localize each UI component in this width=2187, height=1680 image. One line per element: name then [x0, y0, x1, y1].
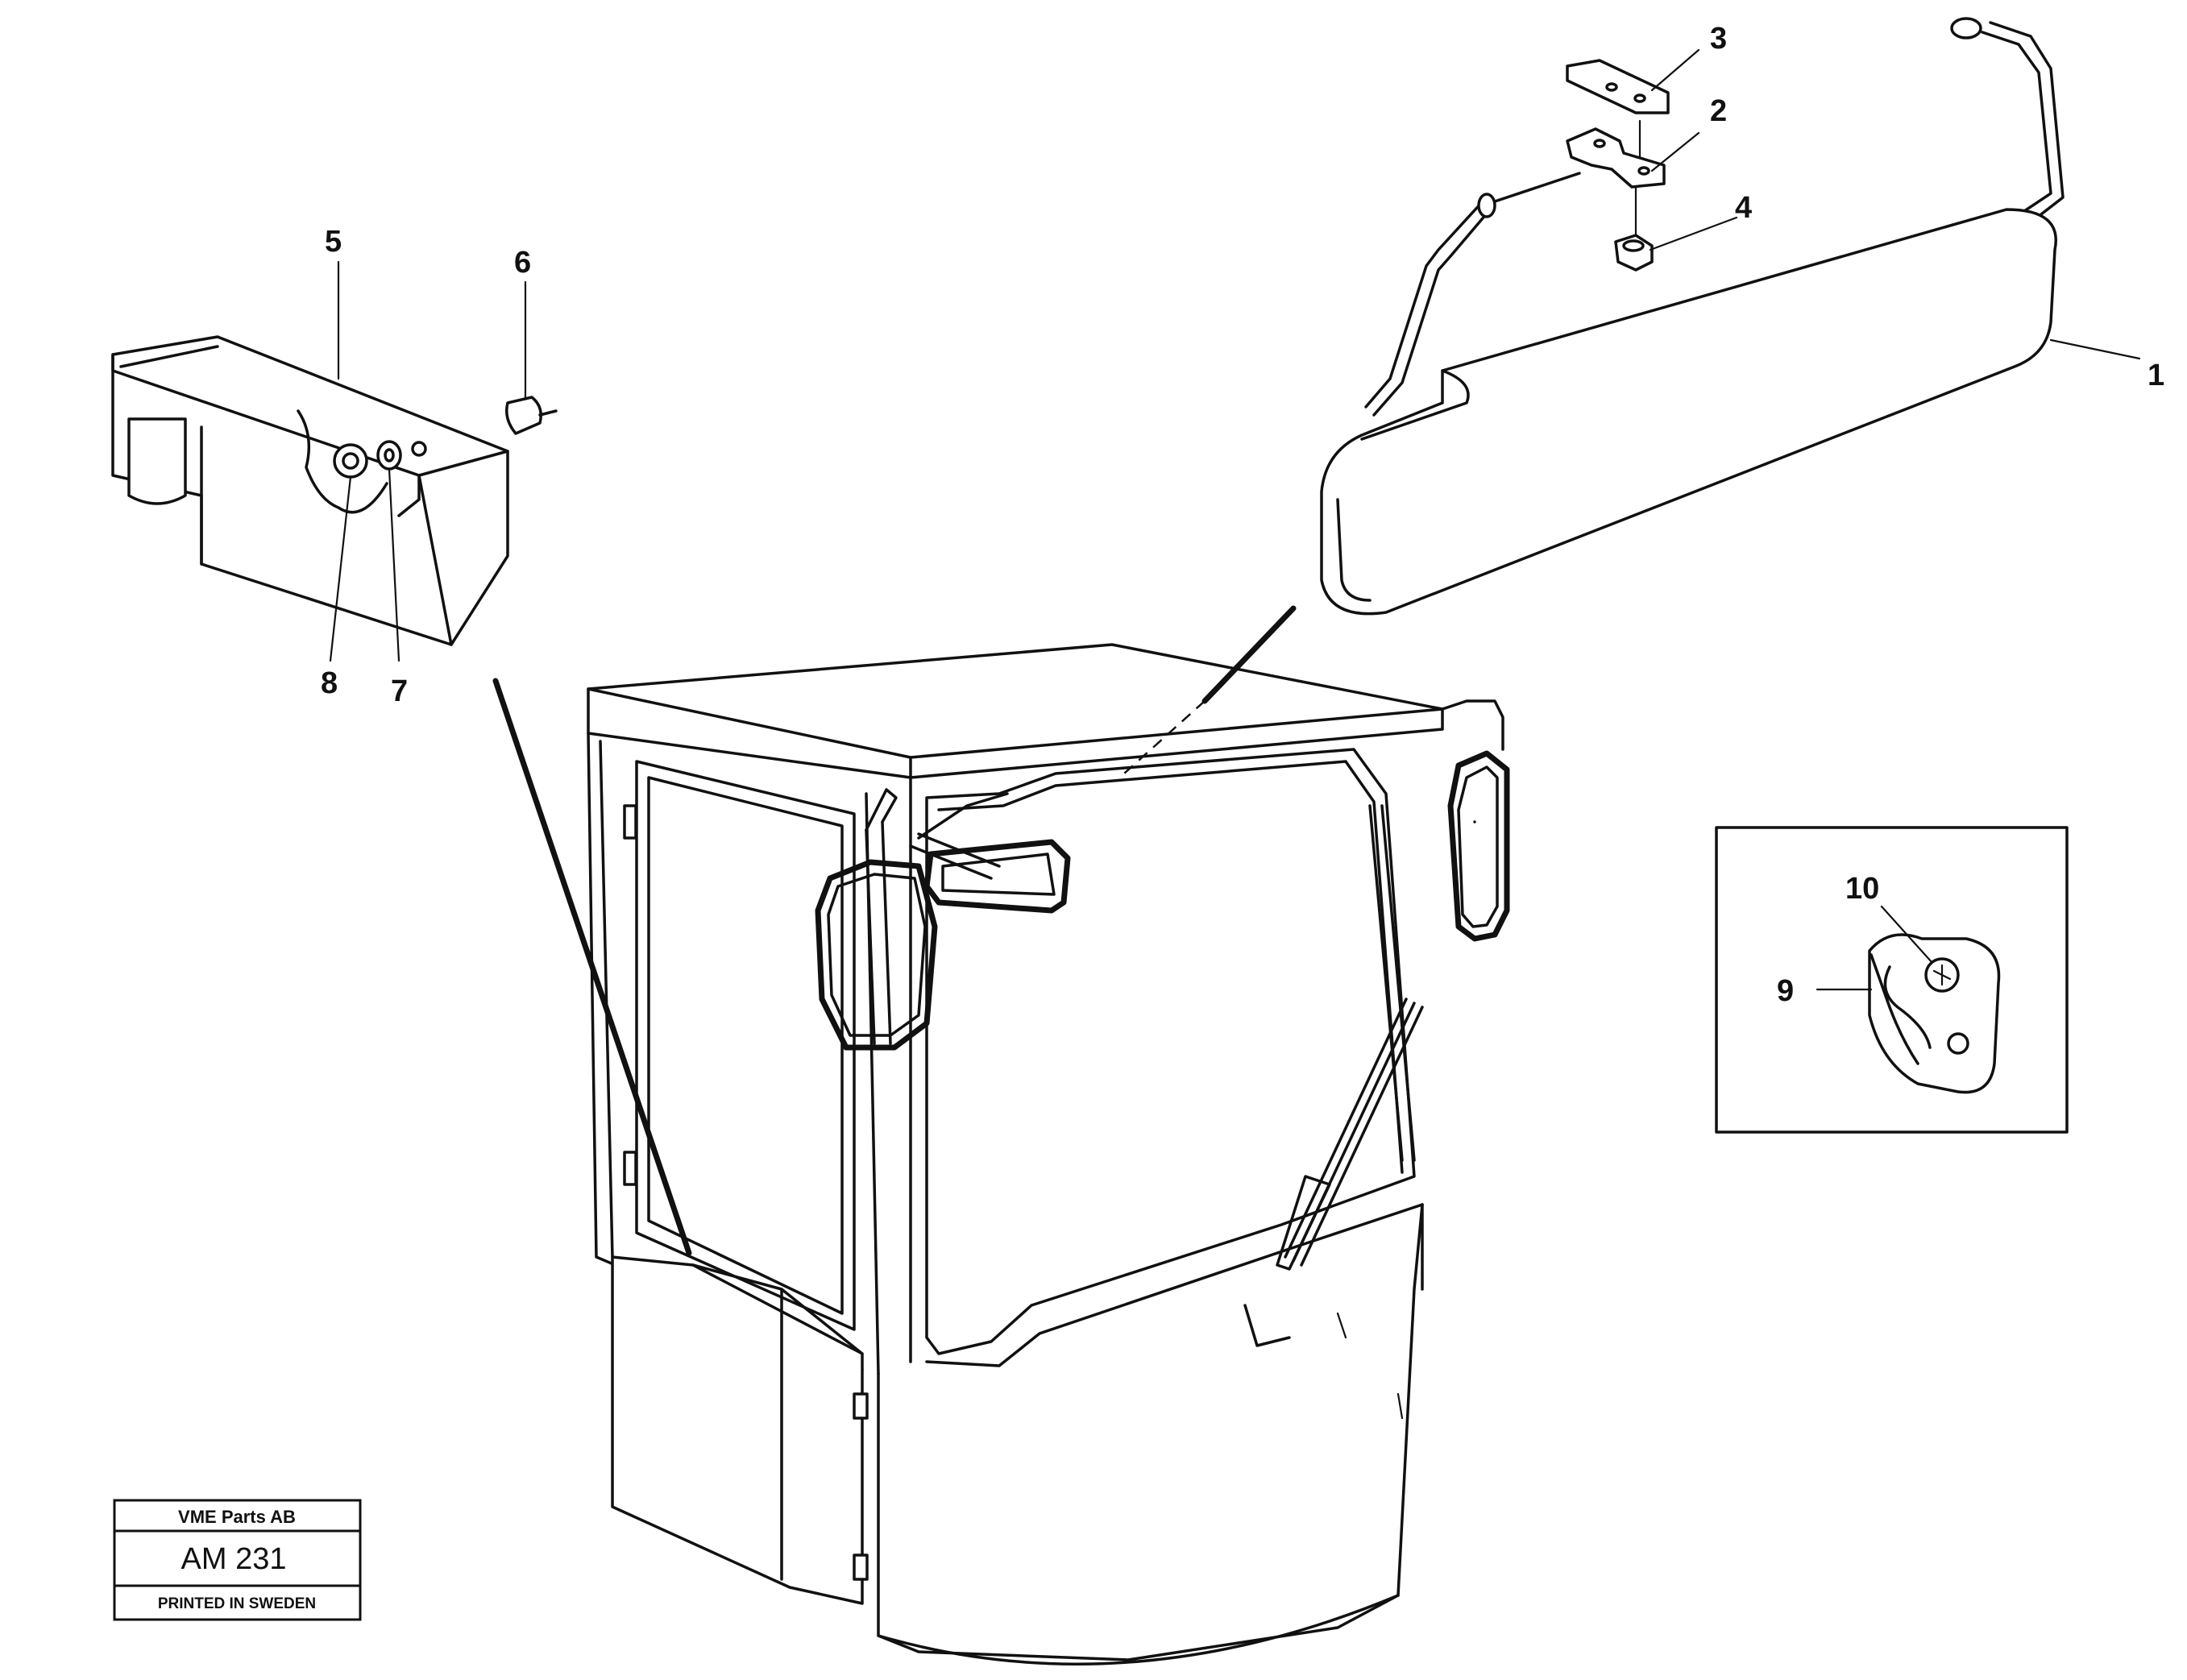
title-block: VME Parts AB AM 231 PRINTED IN SWEDEN [113, 1499, 362, 1621]
wiper-assembly [1276, 804, 1424, 1271]
callout-9: 9 [1777, 974, 1794, 1008]
right-mirror [1441, 699, 1510, 942]
callout-8: 8 [321, 666, 338, 700]
callout-4: 4 [1735, 191, 1752, 225]
storage-tray [111, 335, 558, 646]
callout-5: 5 [325, 225, 342, 259]
center-mirror [909, 792, 1071, 914]
detail-box-hook [1715, 826, 2069, 1134]
callout-10: 10 [1845, 872, 1879, 906]
callout-labels: 1 2 3 4 5 6 7 8 9 10 [321, 22, 2164, 1008]
pointer-line-right [1201, 605, 1297, 704]
callout-3: 3 [1710, 22, 1727, 56]
cab-drawing [587, 643, 1444, 1665]
callout-6: 6 [514, 246, 531, 280]
callout-1: 1 [2148, 359, 2164, 392]
callout-7: 7 [391, 674, 408, 708]
title-code: AM 231 [181, 1542, 287, 1576]
title-company: VME Parts AB [178, 1507, 296, 1527]
callout-2: 2 [1710, 94, 1727, 128]
pointer-line-left [492, 678, 692, 1256]
title-printed: PRINTED IN SWEDEN [158, 1595, 316, 1612]
sun-visor [1320, 17, 2065, 823]
leader-lines [329, 48, 2141, 991]
left-mirror [815, 788, 938, 1051]
